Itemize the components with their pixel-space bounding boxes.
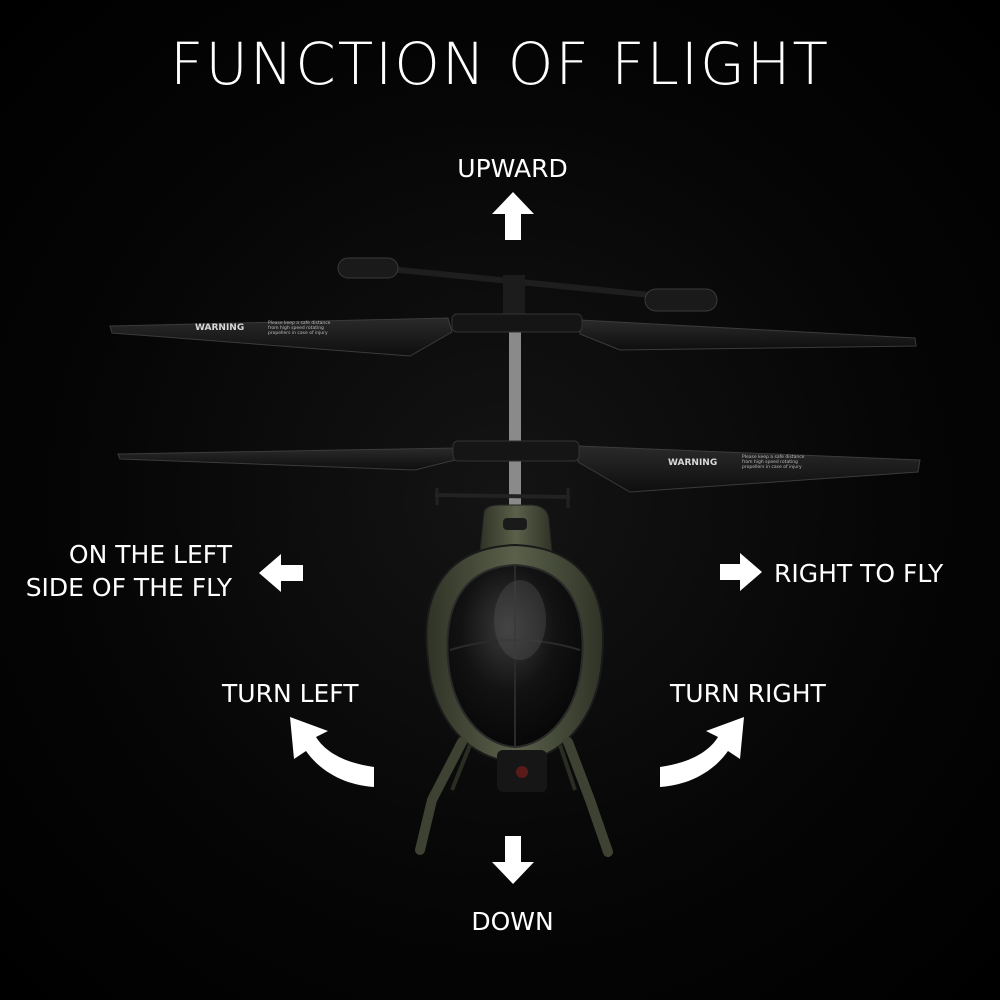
landing-gear	[415, 737, 613, 857]
svg-text:propellers in case of injury: propellers in case of injury	[268, 330, 328, 336]
label-down: DOWN	[471, 907, 554, 936]
arrow-down-icon	[492, 836, 534, 884]
svg-text:Please keep a safe distance: Please keep a safe distance	[742, 454, 805, 460]
svg-text:from high speed rotating: from high speed rotating	[268, 325, 324, 331]
svg-text:propellers in case of injury: propellers in case of injury	[742, 464, 802, 470]
turn-left-icon	[290, 717, 374, 787]
arrow-right-icon	[720, 553, 762, 591]
flybar	[337, 257, 718, 312]
helicopter-body	[425, 543, 605, 764]
svg-text:WARNING: WARNING	[668, 458, 717, 468]
label-turn-right: TURN RIGHT	[670, 679, 826, 708]
svg-text:from high speed rotating: from high speed rotating	[742, 459, 798, 465]
page-title: FUNCTION OF FLIGHT	[170, 30, 830, 98]
label-turn-left: TURN LEFT	[222, 679, 359, 708]
arrow-left-icon	[259, 554, 303, 592]
lower-rotor: WARNING Please keep a safe distance from…	[117, 440, 921, 493]
label-right-to-fly: RIGHT TO FLY	[774, 559, 944, 588]
turn-right-icon	[660, 717, 744, 787]
label-upward: UPWARD	[457, 154, 568, 183]
upper-rotor: WARNING Please keep a safe distance from…	[109, 313, 917, 357]
arrow-up-icon	[492, 192, 534, 240]
blade-warning-heading: WARNING	[195, 323, 244, 333]
label-left-side: ON THE LEFT SIDE OF THE FLY	[25, 540, 232, 602]
svg-text:Please keep a safe distance: Please keep a safe distance	[268, 320, 331, 326]
